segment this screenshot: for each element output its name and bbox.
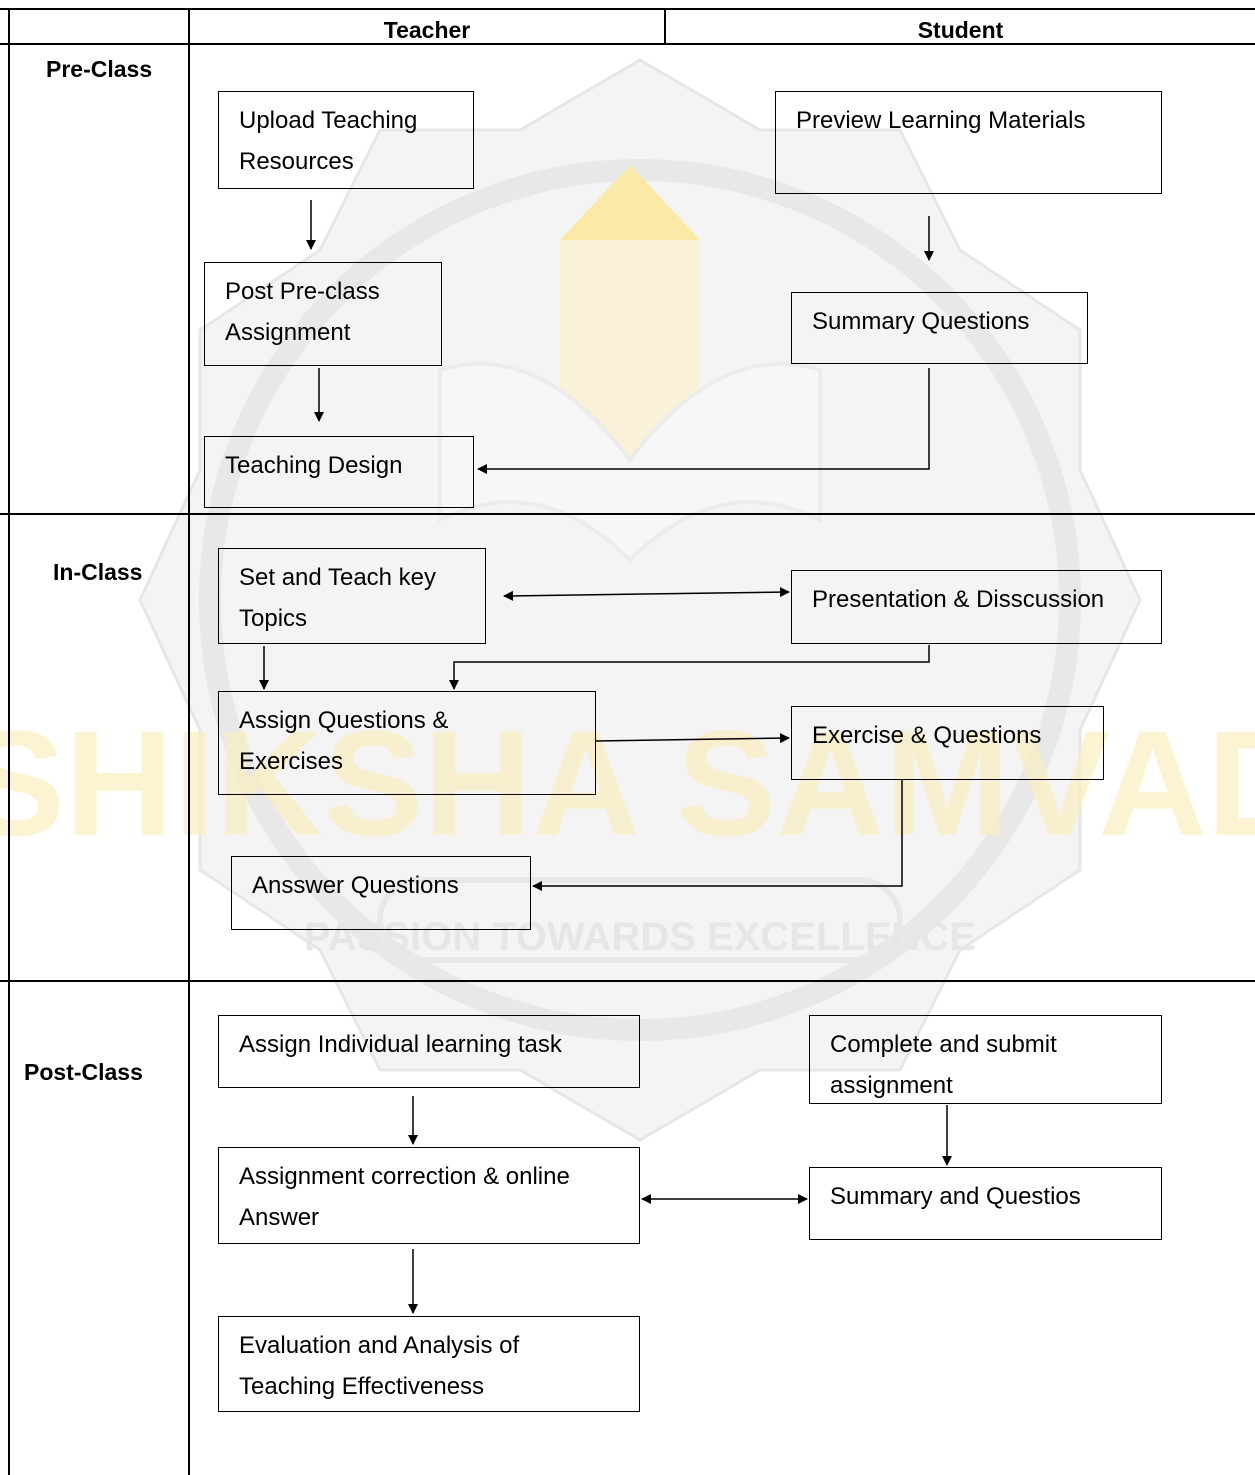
- summary-questios-label: Summary and Questios: [830, 1183, 1081, 1210]
- preview-materials-label: Preview Learning Materials: [796, 107, 1086, 134]
- phase-column-border: [188, 8, 190, 1475]
- arrow-teach-presentation: [503, 587, 790, 601]
- answer-questions-label: Ansswer Questions: [252, 872, 459, 899]
- assignment-correction-box: Assignment correction & online Answer: [218, 1147, 640, 1244]
- assign-individual-task-box: Assign Individual learning task: [218, 1015, 640, 1088]
- presentation-discussion-box: Presentation & Disscussion: [791, 570, 1162, 644]
- assign-questions-box: Assign Questions & Exercises: [218, 691, 596, 795]
- arrow-exercise-to-answer: [532, 780, 903, 891]
- header-bottom-border: [0, 43, 1255, 45]
- table-top-border: [0, 8, 1255, 10]
- table-left-border: [8, 8, 10, 1475]
- complete-submit-box: Complete and submit assignment: [809, 1015, 1162, 1104]
- complete-submit-label: Complete and submit assignment: [830, 1031, 1057, 1099]
- teaching-design-box: Teaching Design: [204, 436, 474, 508]
- watermark-title: SHIKSHA SAMVAD: [0, 699, 1255, 867]
- preview-materials-box: Preview Learning Materials: [775, 91, 1162, 194]
- teacher-header: Teacher: [383, 17, 471, 43]
- post-assignment-box: Post Pre-class Assignment: [204, 262, 442, 366]
- summary-questions-label: Summary Questions: [812, 308, 1030, 335]
- assign-individual-task-label: Assign Individual learning task: [239, 1031, 562, 1058]
- summary-questios-box: Summary and Questios: [809, 1167, 1162, 1240]
- exercise-questions-label: Exercise & Questions: [812, 722, 1042, 749]
- phase-in-class: In-Class: [53, 559, 143, 585]
- upload-resources-box: Upload Teaching Resources: [218, 91, 474, 189]
- phase-post-class: Post-Class: [24, 1059, 143, 1085]
- answer-questions-box: Ansswer Questions: [231, 856, 531, 930]
- post-assignment-label: Post Pre-class Assignment: [225, 278, 380, 346]
- summary-questions-box: Summary Questions: [791, 292, 1088, 364]
- teaching-design-label: Teaching Design: [225, 452, 403, 479]
- assignment-correction-label: Assignment correction & online Answer: [239, 1163, 570, 1231]
- upload-resources-label: Upload Teaching Resources: [239, 107, 418, 175]
- set-teach-topics-label: Set and Teach key Topics: [239, 564, 437, 632]
- presentation-discussion-label: Presentation & Disscussion: [812, 586, 1105, 613]
- watermark-tagline: PASSION TOWARDS EXCELLENCE: [304, 915, 976, 959]
- student-header: Student: [917, 17, 1004, 43]
- inclass-bottom-border: [0, 980, 1255, 982]
- phase-pre-class: Pre-Class: [46, 56, 153, 82]
- arrow-summary-to-design: [477, 368, 930, 474]
- arrow-assign-to-exercise: [595, 733, 790, 744]
- arrow-presentation-to-assign: [449, 645, 930, 690]
- evaluation-analysis-label: Evaluation and Analysis of Teaching Effe…: [239, 1332, 520, 1400]
- teacher-student-divider: [664, 8, 666, 44]
- set-teach-topics-box: Set and Teach key Topics: [218, 548, 486, 644]
- assign-questions-label: Assign Questions & Exercises: [239, 707, 449, 775]
- exercise-questions-box: Exercise & Questions: [791, 706, 1104, 780]
- evaluation-analysis-box: Evaluation and Analysis of Teaching Effe…: [218, 1316, 640, 1412]
- preclass-bottom-border: [0, 513, 1255, 515]
